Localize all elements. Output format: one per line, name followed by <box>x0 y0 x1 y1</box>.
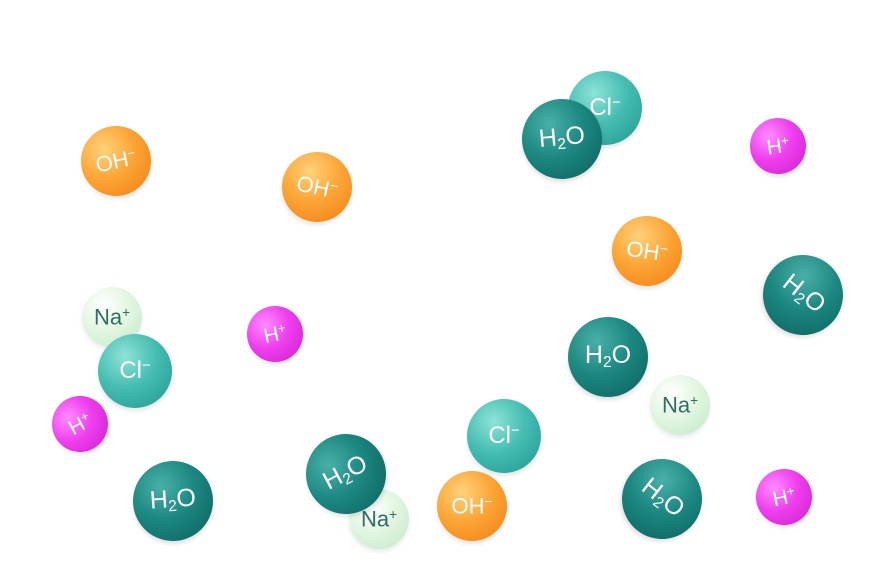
particle-label: OH− <box>294 170 340 202</box>
chloride-ion-3: Cl− <box>467 399 541 473</box>
particle-label: H2O <box>584 341 632 372</box>
particle-label: Na+ <box>93 304 131 330</box>
water-molecule-3: H2O <box>568 317 648 397</box>
water-molecule-4: H2O <box>130 458 216 544</box>
particle-label: OH− <box>451 493 493 519</box>
particle-label: OH− <box>624 235 669 265</box>
particle-label: H+ <box>765 132 790 160</box>
chloride-ion-2: Cl− <box>98 334 172 408</box>
hydroxide-ion-4: OH− <box>437 471 507 541</box>
particle-label: H2O <box>148 483 197 516</box>
particle-label: Na+ <box>360 506 398 532</box>
particle-label: Cl− <box>119 357 151 385</box>
water-molecule-6: H2O <box>605 442 719 556</box>
hydroxide-ion-3: OH− <box>607 211 687 291</box>
particle-label: H+ <box>64 407 92 441</box>
particle-label: H+ <box>770 482 796 512</box>
hydrogen-ion-3: H+ <box>42 386 118 462</box>
water-molecule-2: H2O <box>746 238 860 352</box>
particle-label: Cl− <box>488 422 520 450</box>
hydroxide-ion-1: OH− <box>74 119 158 203</box>
sodium-ion-2: Na+ <box>650 375 710 435</box>
hydrogen-ion-2: H+ <box>241 300 309 368</box>
particle-label: Na+ <box>661 392 699 418</box>
particle-label: H+ <box>261 319 287 349</box>
hydrogen-ion-4: H+ <box>750 463 818 531</box>
particle-label: H2O <box>318 449 373 496</box>
hydrogen-ion-1: H+ <box>746 114 810 178</box>
particle-label: OH− <box>93 144 137 178</box>
hydroxide-ion-2: OH− <box>275 145 359 229</box>
particle-label: H2O <box>537 121 587 154</box>
particle-label: H2O <box>636 472 690 523</box>
sodium-ion-1: Na+ <box>82 287 142 347</box>
particle-label: H2O <box>777 268 831 319</box>
